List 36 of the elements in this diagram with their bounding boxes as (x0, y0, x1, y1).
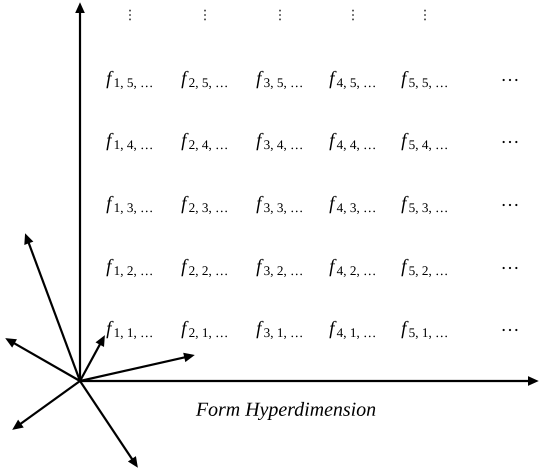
matrix-entry: f$_{1, 5, …}$ (106, 70, 152, 90)
matrix-entry: f$_{1, 4, …}$ (106, 132, 152, 152)
vertical-ellipsis: ⋮ (424, 10, 426, 20)
matrix-entry: f$_{2, 2, …}$ (181, 258, 227, 278)
matrix-entry: f$_{3, 3, …}$ (256, 196, 302, 214)
matrix-entry: f$_{2, 5, …}$ (181, 70, 227, 90)
matrix-entry: f$_{4, 5, …}$ (329, 70, 375, 90)
matrix-entry: f$_{3, 4, …}$ (256, 132, 302, 152)
matrix-entry: f$_{2, 4, …}$ (181, 132, 227, 152)
axis-label: Form Hyperdimension (196, 402, 376, 420)
vertical-ellipsis: ⋮ (352, 10, 354, 20)
matrix-entry: f$_{5, 5, …}$ (401, 70, 447, 90)
matrix-entry: f$_{4, 3, …}$ (329, 196, 375, 214)
ellipsis: … (502, 78, 518, 82)
matrix-entry: f$_{1, 3, …}$ (106, 196, 152, 214)
matrix-entry: f$_{5, 4, …}$ (401, 132, 447, 152)
ellipsis: … (502, 140, 518, 144)
vertical-ellipsis: ⋮ (279, 10, 281, 20)
matrix-entry: f$_{5, 3, …}$ (401, 196, 447, 214)
matrix-entry: f$_{4, 4, …}$ (329, 132, 375, 152)
matrix-entry: f$_{2, 3, …}$ (181, 196, 227, 214)
vertical-ellipsis: ⋮ (204, 10, 206, 20)
matrix-entry: f$_{4, 2, …}$ (329, 258, 375, 278)
matrix-entry: f$_{5, 2, …}$ (401, 258, 447, 278)
vertical-ellipsis: ⋮ (129, 10, 131, 20)
matrix-entry: f$_{3, 2, …}$ (256, 258, 302, 278)
matrix-entry: f$_{2, 1, …}$ (181, 320, 227, 340)
ellipsis: … (502, 204, 518, 206)
matrix-entry: f$_{4, 1, …}$ (329, 320, 375, 340)
ellipsis: … (502, 328, 518, 332)
matrix-entry: f$_{3, 5, …}$ (256, 70, 302, 90)
ellipsis: … (502, 266, 518, 270)
matrix-entry: f$_{3, 1, …}$ (256, 320, 302, 340)
matrix-entry: f$_{1, 2, …}$ (106, 258, 152, 278)
matrix-entry: f$_{5, 1, …}$ (401, 320, 447, 340)
matrix-entry: f$_{1, 1, …}$ (106, 320, 152, 340)
